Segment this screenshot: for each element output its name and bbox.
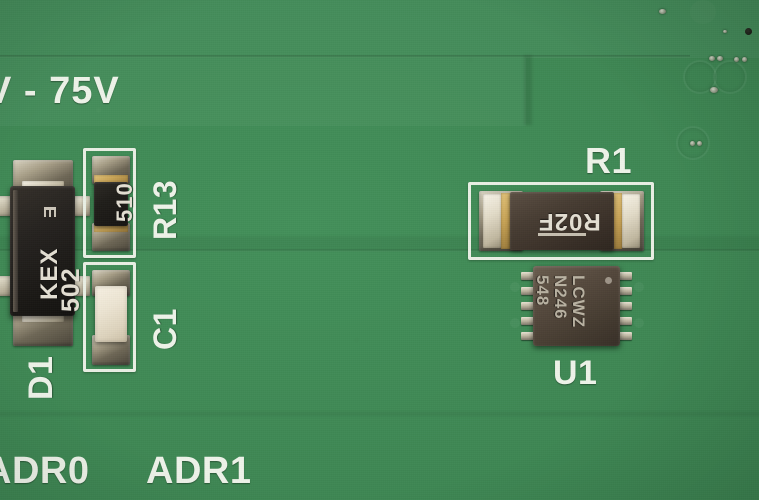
r1-marking-underbar	[538, 233, 586, 236]
u1-via-left-a	[510, 282, 520, 292]
r1-terminal-right	[622, 194, 640, 248]
copper-edge-lower	[0, 412, 759, 416]
d1-body	[10, 186, 75, 316]
via-top-left-cluster	[659, 9, 666, 14]
u1-pin-r1	[618, 272, 632, 280]
d1-terminal-bottom	[22, 312, 64, 322]
copper-edge-middle	[0, 249, 759, 252]
via-center-ring	[710, 87, 718, 93]
d1-marking-code: 502	[57, 267, 85, 312]
d1-cathode-band	[13, 190, 18, 312]
silk-ref-c1: C1	[147, 308, 183, 350]
u1-pin-l5	[521, 332, 535, 340]
r13-terminal-bottom	[94, 223, 128, 232]
r1-body	[510, 192, 614, 250]
r1-endcap-right	[613, 193, 622, 249]
u1-pin-l2	[521, 287, 535, 295]
u1-via-left-b	[510, 318, 520, 328]
r1-silk-outline	[468, 182, 654, 260]
silk-ref-r13: R13	[147, 179, 183, 240]
u1-pin-r2	[618, 287, 632, 295]
via-bottom-ring-2	[697, 141, 702, 146]
copper-edge-top	[0, 55, 690, 58]
silk-ref-r1: R1	[585, 140, 633, 181]
ghost-pad-ring-b	[713, 60, 747, 94]
u1-pin-l3	[521, 302, 535, 310]
c1-body	[95, 286, 127, 342]
u1-pin-l1	[521, 272, 535, 280]
copper-pour-upper	[0, 0, 759, 58]
r13-silk-outline	[83, 148, 136, 258]
u1-pin-r3	[618, 302, 632, 310]
u1-pin-l4	[521, 317, 535, 325]
silk-ref-d1: D1	[22, 355, 60, 400]
via-bottom-ring-1	[690, 141, 695, 146]
u1-marking-line2: N246	[551, 275, 570, 320]
via-row-b1	[734, 57, 739, 62]
c1-silk-outline	[83, 262, 136, 372]
silk-net-adr0: ADR0	[0, 450, 90, 492]
d1-logo-mark	[44, 207, 56, 217]
r13-body	[94, 182, 128, 226]
via-top-right	[745, 28, 752, 35]
silk-voltage-label: V - 75V	[0, 70, 120, 112]
u1-pin-r4	[618, 317, 632, 325]
r1-endcap-left	[501, 193, 510, 249]
u1-marking-line3: 548	[533, 275, 552, 307]
silk-net-adr1: ADR1	[146, 450, 252, 492]
u1-pin-r5	[618, 332, 632, 340]
ghost-pad-ring-c	[676, 126, 710, 160]
r1-terminal-left	[483, 194, 501, 248]
u1-pin1-dot	[605, 277, 612, 284]
r13-terminal-top	[94, 175, 128, 184]
via-small-mid	[723, 30, 727, 33]
copper-edge-top-right-step	[524, 55, 532, 125]
via-row-a2	[717, 56, 723, 61]
u1-marking-line1: LCWZ	[569, 275, 588, 329]
r1-marking: R02F	[538, 208, 601, 235]
via-row-a1	[709, 56, 715, 61]
via-row-b2	[742, 57, 747, 62]
silk-ref-u1: U1	[553, 354, 598, 392]
r13-marking: 510	[112, 182, 137, 222]
u1-via-right-a	[634, 282, 644, 292]
ghost-pad-disc	[690, 0, 716, 24]
u1-via-right-b	[634, 318, 644, 328]
